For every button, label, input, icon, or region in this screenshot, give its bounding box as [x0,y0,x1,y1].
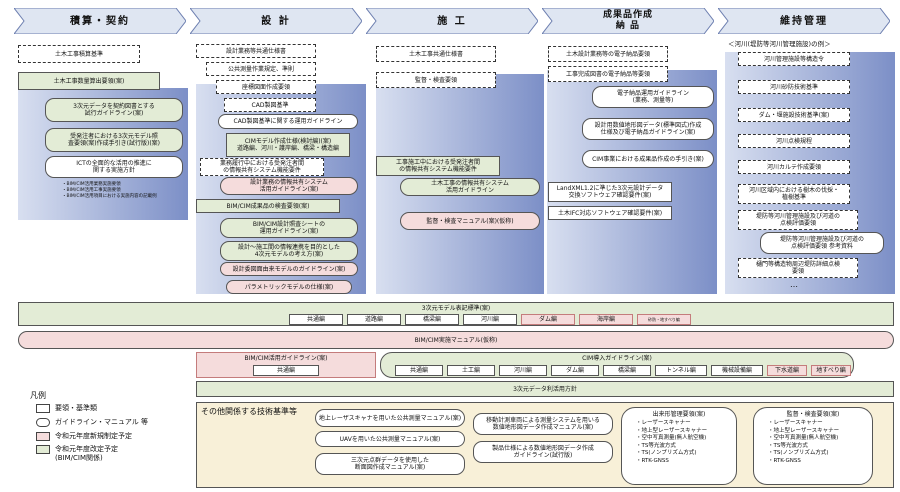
doc-design-sharing-guide: 設計業務の情報共有システム 活用ガイドライン(案) [220,177,358,195]
legend-guideline: ガイドライン・マニュアル 等 [36,417,148,427]
doc-mobile-mapping: 移動計測車両による測量システムを用いる 数値地形図データ作成マニュアル(案) [473,413,613,435]
cim-machinery: 機械設備編 [711,365,763,376]
doc-bimcim-inspection: BIM/CIM成果品の検査要領(案) [196,199,340,213]
model-coast: 海岸編 [579,314,633,325]
legend-standard: 要領・基準類 [36,403,97,413]
doc-sluice-inspection: 樋門等構造物周辺堤防詳細点検 要領 [738,258,858,278]
doc-river-tech-standard: 河川砂防技術基準 [738,80,850,94]
doc-construction-spec: 土木工事共通仕様書 [376,46,496,62]
doc-survey-rules: 公共測量作業規定、準則 [206,62,316,76]
legend-swatch-pink [36,431,50,441]
doc-delivery-guideline: 電子納品運用ガイドライン (業務、測量等) [592,86,714,108]
doc-bimcim-notes: ・BIM/CIM活用業務実施要領 ・BIM/CIM活用工事実施要領 ・BIM/C… [62,182,157,199]
doc-quantity-calc: 土木工事数量算出要領(案) [18,72,160,90]
legend-new: 令和元年度新規制定予定 [36,431,132,441]
doc-design-spec: 設計業務等共通仕様書 [196,44,316,58]
doc-river-facility: 河川管理施設等構造令 [738,52,850,66]
doc-bimcim-review-sheet: BIM/CIM設計照査シートの 運用ガイドライン(案) [220,218,358,238]
doc-drawing-model-guide: 設計委図面由来モデルのガイドライン(案) [220,262,358,276]
doc-3d-contract-guideline: 3次元データを契約図書とする 試行ガイドライン(案) [45,98,183,122]
more-dots: … [790,280,798,289]
doc-cad-standard: CAD製図基準 [224,98,316,112]
doc-point-cloud-section: 三次元点群データを使用した 断面図作成マニュアル(案) [315,453,465,475]
doc-electronic-delivery: 土木設計業務等の電子納品要領 [548,46,668,62]
doc-supervision: 監督・検査要領 [376,72,496,88]
phase-construction: 施 工 [366,8,538,34]
legend-revised: 令和元年度改定予定 (BIM/CIM関係) [36,445,118,463]
doc-parametric-model: パラメトリックモデルの仕様(案) [226,280,352,294]
panel-other-standards: その他関係する技術基準等 地上レーザスキャナを用いた公共測量マニュアル(案) U… [196,402,894,488]
doc-info-sharing-req: 業務履行中における受発注者間 の情報共有システム機能要件 [200,158,324,176]
finish-control-title: 出来形管理要領(案) [652,410,706,418]
model-road: 道路編 [347,314,401,325]
bar-3d-data-policy: 3次元データ利活用方針 [196,381,894,397]
doc-cim-deliverable-guide: CIM事業における成果品作成の手引き(案) [582,150,714,168]
cim-sewer: 下水道編 [767,365,807,376]
doc-completion-drawing: 工事完成図書の電子納品等要領 [548,66,668,82]
supervision-title: 監督・検査要領(案) [786,410,840,418]
bar-bimcim-manual: BIM/CIM実施マニュアル(仮称) [18,331,894,349]
doc-levee-eval-ref: 堤防等河川管理施設及び河道の 点検評価要領 参考資料 [760,232,884,254]
doc-tree-felling: 河川区域内における樹木の伐採・ 植樹基準 [738,184,850,204]
bar-bimcim-guideline: BIM/CIM活用ガイドライン(案) 共通編 [196,352,376,378]
bar-3d-model-standard: 3次元モデル表記標準(案) 共通編 道路編 橋梁編 河川編 ダム編 海岸編 砂防… [18,302,894,326]
doc-cad-guideline: CAD製図基準に関する運用ガイドライン [218,114,358,129]
other-title: その他関係する技術基準等 [201,407,297,416]
doc-product-spec-map: 製品仕様による数値地形図データ作成 ガイドライン(試行版) [473,441,613,463]
doc-river-inspection: 河川点検規程 [738,134,850,148]
legend-swatch-plain [36,403,50,413]
legend-swatch-green [36,445,50,454]
doc-digital-map-spec: 設計用数値地形図データ(標準図式)作成 仕様及び電子納品ガイドライン(案) [582,118,714,140]
doc-construction-sharing-req: 工事施工中における受発注者間 の情報共有システム機能要件 [376,156,500,176]
bar-cim-intro: CIM導入ガイドライン(案) 共通編 土工編 河川編 ダム編 橋梁編 トンネル編… [380,352,854,378]
supervision-items: ・レーザースキャナー ・地上型レーザースキャナー ・空中写真測量(無人航空機) … [768,420,840,464]
cim-earthwork: 土工編 [447,365,495,376]
doc-laser-scanner-survey: 地上レーザスキャナを用いた公共測量マニュアル(案) [315,409,465,427]
model-dam: ダム編 [521,314,575,325]
legend-title: 凡例 [30,391,46,400]
doc-construction-sharing-guide: 土木工事の情報共有システム 活用ガイドライン [400,178,540,196]
doc-uav-survey: UAVを用いた公共測量マニュアル(案) [315,431,465,447]
bimcim-common: 共通編 [253,365,319,376]
phase-estimate: 積算・契約 [14,8,186,34]
doc-supervision-manual: 監督・検査マニュアル(案)(仮称) [400,212,540,230]
doc-estimate-standard: 土木工事積算基準 [18,45,140,63]
cim-dam: ダム編 [551,365,599,376]
cim-tunnel: トンネル編 [655,365,707,376]
bar-3d-model-standard-label: 3次元モデル表記標準(案) [421,304,491,312]
finish-control-items: ・レーザースキャナー ・地上型レーザースキャナー ・空中写真測量(無人航空機) … [636,420,708,464]
box-supervision-inspection: 監督・検査要領(案) ・レーザースキャナー ・地上型レーザースキャナー ・空中写… [753,407,873,485]
cim-common: 共通編 [395,365,443,376]
doc-landxml-req: LandXML1.2に準じた3次元設計データ 交換ソフトウェア確認要件(案) [548,182,672,202]
maintenance-header: ＜河川(堤防等河川管理施設)の例＞ [728,40,831,48]
cim-landslide: 地すべり編 [811,365,851,376]
bar-cim-intro-label: CIM導入ガイドライン(案) [582,354,652,362]
legend-swatch-pill [36,417,50,427]
doc-ict-policy: ICTの全面的な活用の推進に 関する実施方針 [45,156,183,178]
doc-river-karte: 河川カルテ作成要領 [738,160,850,174]
model-common: 共通編 [289,314,343,325]
doc-ifc-req: 土木IFC対応ソフトウェア確認要件(案) [548,206,672,220]
doc-4d-model: 設計～施工間の情報連携を目的とした 4次元モデルの考え方(案) [220,241,358,261]
doc-coordinate-drawing: 座標図面作成要領 [216,80,316,94]
model-bridge: 橋梁編 [405,314,459,325]
doc-cim-model-spec: CIMモデル作成仕様(検討編)(案) 道路編、河川・護岸編、橋梁・構造編 [226,133,350,157]
doc-levee-eval: 堤防等河川管理施設及び河道の 点検評価要領 [738,210,858,230]
bar-bimcim-guideline-label: BIM/CIM活用ガイドライン(案) [244,354,328,362]
doc-model-review: 受発注者における3次元モデル照 査要領(案)作成手引き(試行版)(案) [45,128,183,152]
doc-dam-weir: ダム・堰施設技術基準(案) [738,108,850,122]
model-sabo: 砂防・地すべり編 [637,314,691,325]
phase-design: 設 計 [190,8,362,34]
cim-bridge: 橋梁編 [603,365,651,376]
cim-river: 河川編 [499,365,547,376]
phase-maintenance: 維持管理 [718,8,890,34]
model-river: 河川編 [463,314,517,325]
box-finish-control: 出来形管理要領(案) ・レーザースキャナー ・地上型レーザースキャナー ・空中写… [621,407,737,485]
phase-delivery: 成果品作成 納 品 [542,8,714,34]
